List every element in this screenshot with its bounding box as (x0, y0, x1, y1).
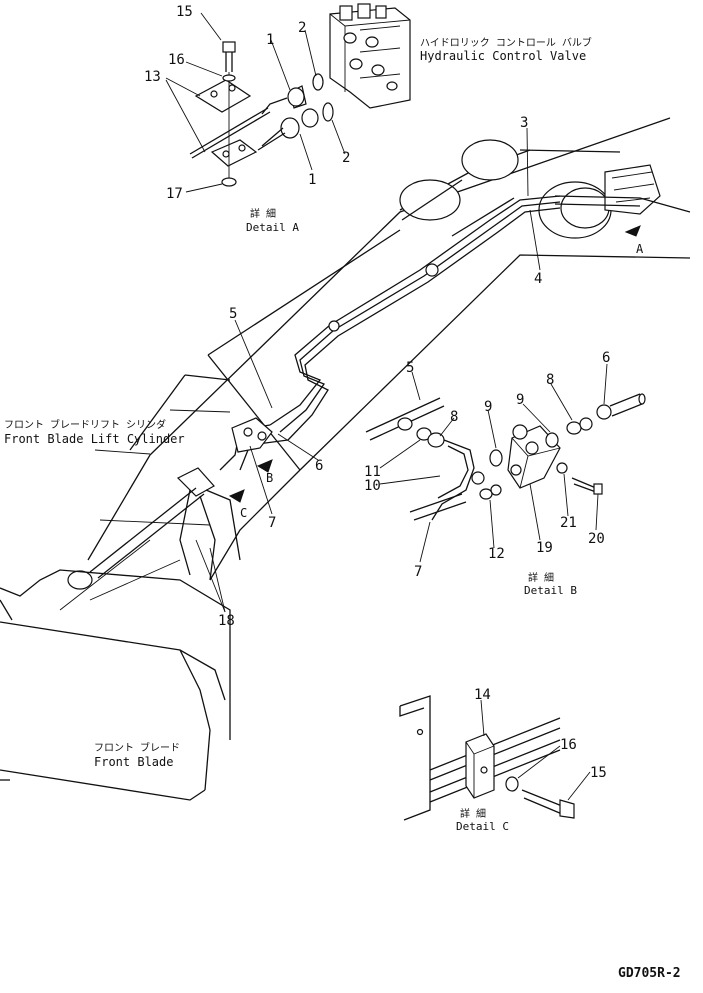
detail-b-label: Detail B (524, 584, 577, 597)
front-blade (0, 569, 231, 801)
washer-16-a (222, 74, 236, 82)
callout-10: 10 (364, 478, 381, 494)
junction-block (231, 417, 273, 453)
detail-a-label-jp: 詳 細 (250, 207, 276, 220)
detail-c-label: Detail C (456, 820, 509, 833)
callout-8-right: 8 (546, 372, 554, 388)
hydraulic-control-valve (329, 3, 411, 109)
view-marker-c: C (240, 506, 247, 520)
callout-12: 12 (488, 546, 505, 562)
callout-7-detail: 7 (414, 564, 422, 580)
drawing-code: GD705R-2 (618, 966, 681, 981)
machine-frame (59, 117, 691, 611)
clamp-14 (465, 733, 495, 799)
callout-6-main: 6 (315, 458, 323, 474)
callout-17: 17 (166, 186, 183, 202)
view-arrow-a: A (624, 225, 644, 256)
front-blade-label: Front Blade (94, 755, 173, 769)
callout-20: 20 (588, 531, 605, 547)
view-marker-a: A (636, 242, 644, 256)
view-arrow-b: B (256, 459, 273, 485)
fitting-12 (479, 484, 502, 500)
valve-upper-right (538, 164, 691, 239)
lift-cylinder-label: Front Blade Lift Cylinder (4, 432, 185, 446)
washer-16-c (505, 776, 519, 792)
callout-5-detail: 5 (406, 360, 414, 376)
detail-b-group: 5 6 8 9 8 9 11 10 7 12 19 21 20 詳 細 Deta… (364, 350, 646, 597)
callout-9-right: 9 (516, 392, 524, 408)
main-drum (399, 139, 621, 237)
detail-b-label-jp: 詳 細 (528, 571, 554, 584)
callout-19: 19 (536, 540, 553, 556)
callout-18: 18 (218, 613, 235, 629)
fitting-1-lower (280, 102, 334, 139)
callout-9-left: 9 (484, 399, 492, 415)
hydraulic-valve-label: Hydraulic Control Valve (420, 49, 586, 63)
front-blade-lift-cylinder (67, 467, 241, 590)
o-ring-9-right (545, 432, 559, 448)
detail-c-group: 14 16 15 詳 細 Detail C (399, 687, 607, 833)
callout-15-a: 15 (176, 4, 193, 20)
detail-a-group: 15 16 13 17 1 2 1 2 詳 細 Detail A ハイドロリック… (144, 3, 592, 234)
callout-1-a: 1 (266, 32, 274, 48)
callout-8-left: 8 (450, 409, 458, 425)
callout-16-c: 16 (560, 737, 577, 753)
callout-14: 14 (474, 687, 491, 703)
callout-7-main: 7 (268, 515, 276, 531)
callout-4: 4 (534, 271, 542, 287)
callout-16-a: 16 (168, 52, 185, 68)
pipe-6-right (596, 393, 646, 420)
detail-a-label: Detail A (246, 221, 299, 234)
clamp-13 (194, 79, 258, 167)
bolt-15-c (521, 789, 575, 819)
bolt-20 (571, 477, 603, 495)
callout-15-c: 15 (590, 765, 607, 781)
nut-17 (221, 177, 237, 187)
detail-c-label-jp: 詳 細 (460, 807, 486, 820)
view-arrow-c: C (228, 489, 247, 520)
front-blade-label-jp: フロント ブレード (94, 741, 180, 754)
callout-2-b: 2 (342, 150, 350, 166)
view-marker-b: B (266, 471, 273, 485)
washer-21 (556, 462, 568, 474)
callout-2-a: 2 (298, 20, 306, 36)
callout-11: 11 (364, 464, 381, 480)
callout-1-b: 1 (308, 172, 316, 188)
callout-21: 21 (560, 515, 577, 531)
lift-cylinder-label-jp: フロント ブレードリフト シリンダ (4, 418, 166, 431)
fitting-11 (416, 427, 445, 448)
callout-13: 13 (144, 69, 161, 85)
bolt-15-a (222, 41, 236, 178)
callout-5-main: 5 (229, 306, 237, 322)
callout-6-detail: 6 (602, 350, 610, 366)
hydraulic-valve-label-jp: ハイドロリック コントロール バルブ (420, 36, 592, 49)
fitting-1-upper (287, 73, 324, 109)
o-ring-9-left (489, 449, 503, 467)
callout-3: 3 (520, 115, 528, 131)
fitting-8-right (566, 417, 593, 435)
